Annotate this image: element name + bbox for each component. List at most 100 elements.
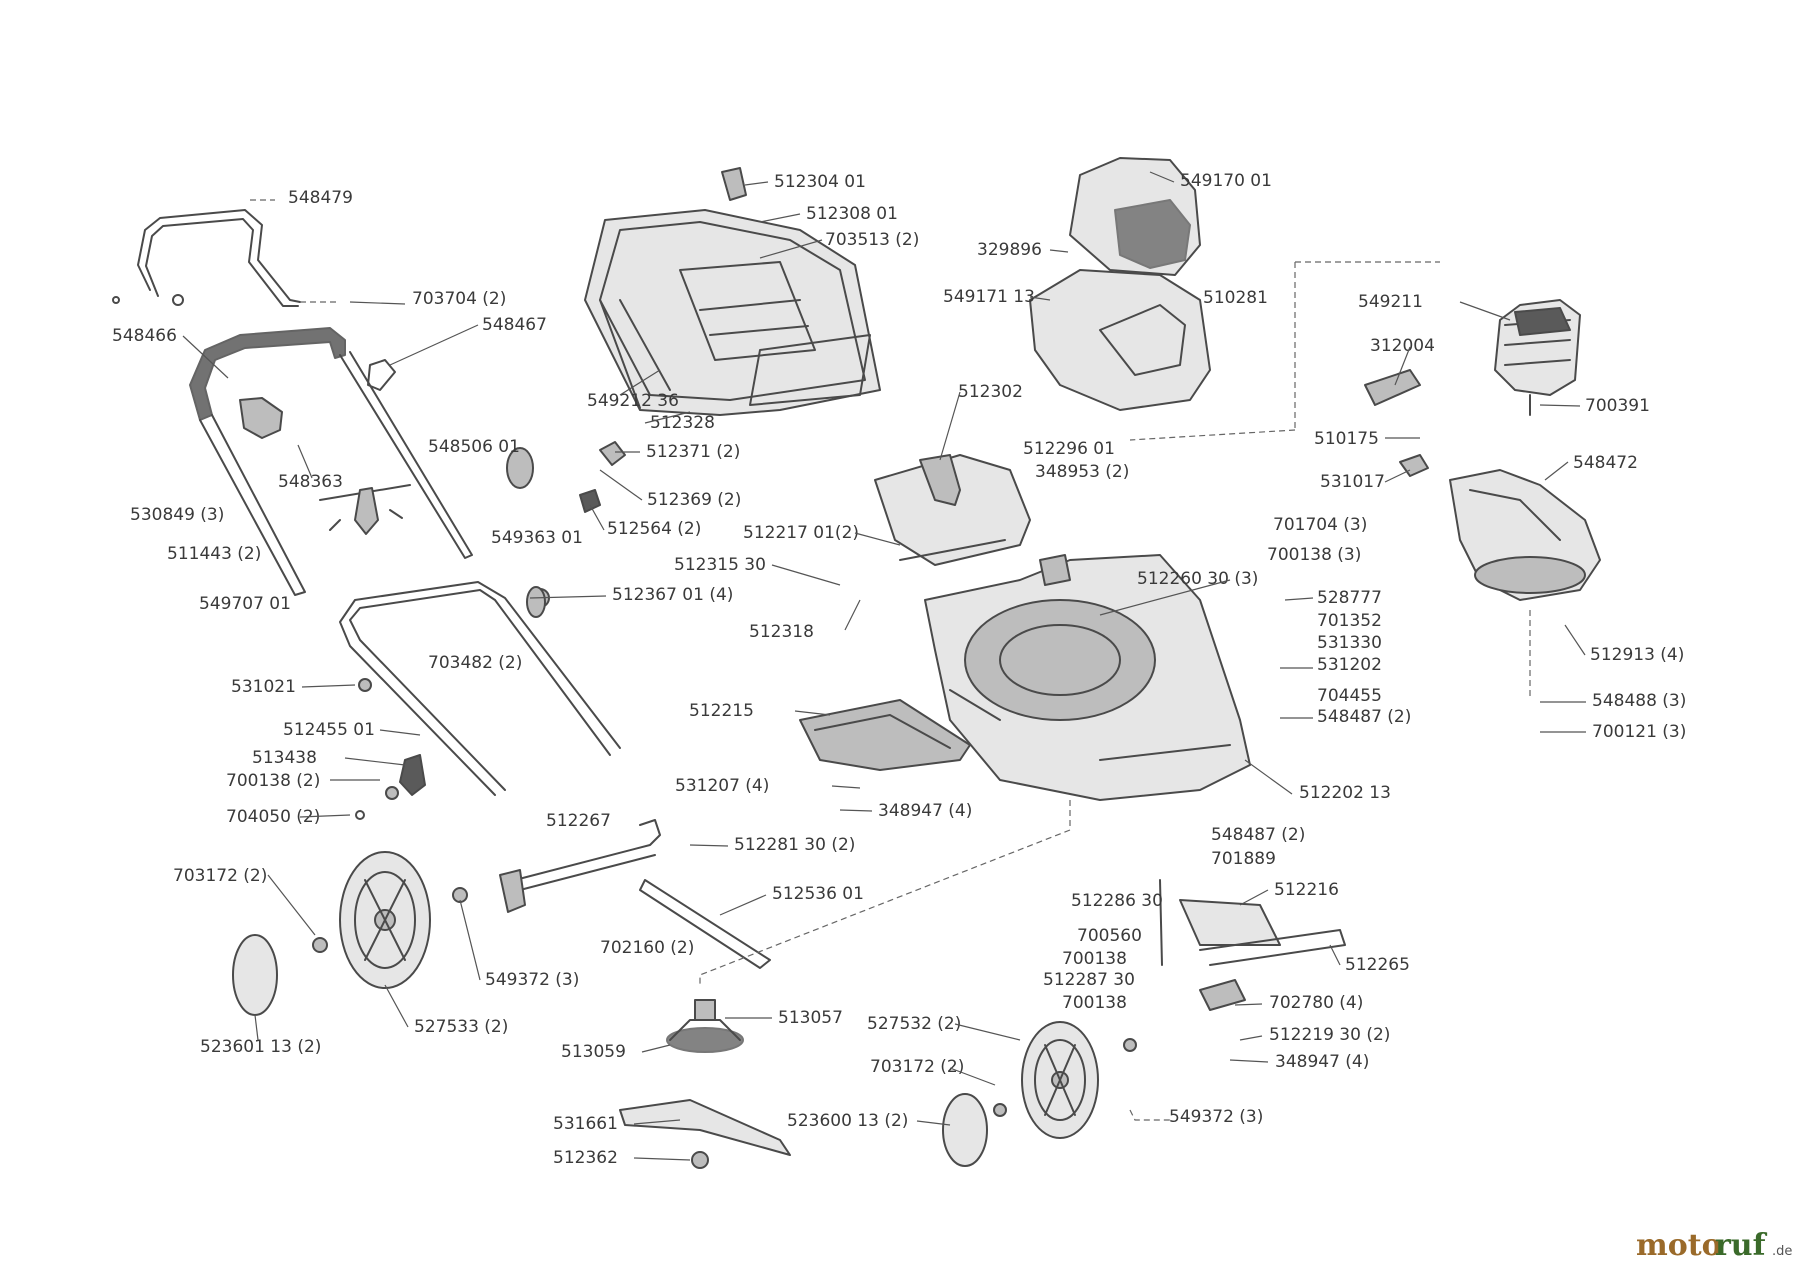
part-label: 549171 13 [943, 287, 1035, 307]
part-label: 703704 (2) [412, 289, 506, 309]
part-label: 531202 [1317, 655, 1382, 675]
part-label: 700391 [1585, 396, 1650, 416]
part-label: 512369 (2) [647, 490, 741, 510]
part-label: 531330 [1317, 633, 1382, 653]
part-label: 512308 01 [806, 204, 898, 224]
part-label: 527533 (2) [414, 1017, 508, 1037]
part-label: 548479 [288, 188, 353, 208]
part-label: 512304 01 [774, 172, 866, 192]
part-label: 512260 30 (3) [1137, 569, 1258, 589]
part-label: 528777 [1317, 588, 1382, 608]
part-label: 549372 (3) [485, 970, 579, 990]
motor-housing-part [1449, 469, 1601, 601]
fan-wheel-part [506, 441, 626, 618]
part-label: 549363 01 [491, 528, 583, 548]
part-label: 512202 13 [1299, 783, 1391, 803]
part-label: 549372 (3) [1169, 1107, 1263, 1127]
part-label: 348947 (4) [1275, 1052, 1369, 1072]
part-label: 312004 [1370, 336, 1435, 356]
part-label: 512315 30 [674, 555, 766, 575]
part-labels: 548479 703704 (2) 548466 548467 548363 5… [112, 171, 1686, 1168]
part-label: 513438 [252, 748, 317, 768]
part-label: 548488 (3) [1592, 691, 1686, 711]
part-label: 512219 30 (2) [1269, 1025, 1390, 1045]
part-label: 548487 (2) [1211, 825, 1305, 845]
part-label: 512913 (4) [1590, 645, 1684, 665]
deck-part [924, 554, 1251, 801]
part-label: 548467 [482, 315, 547, 335]
part-label: 512286 30 [1071, 891, 1163, 911]
part-label: 702780 (4) [1269, 993, 1363, 1013]
part-label: 704050 (2) [226, 807, 320, 827]
part-label: 549212 36 [587, 391, 679, 411]
part-label: 512296 01 [1023, 439, 1115, 459]
part-label: 531017 [1320, 472, 1385, 492]
part-label: 548487 (2) [1317, 707, 1411, 727]
part-label: 703172 (2) [870, 1057, 964, 1077]
part-label: 527532 (2) [867, 1014, 961, 1034]
part-label: 701704 (3) [1273, 515, 1367, 535]
grass-box-part [584, 167, 881, 416]
part-label: 510281 [1203, 288, 1268, 308]
part-label: 703513 (2) [825, 230, 919, 250]
part-label: 512536 01 [772, 884, 864, 904]
part-label: 512328 [650, 413, 715, 433]
part-label: 512217 01(2) [743, 523, 859, 543]
part-label: 701352 [1317, 611, 1382, 631]
part-label: 704455 [1317, 686, 1382, 706]
watermark-suffix: .de [1772, 1244, 1792, 1259]
front-wheel-part [942, 1021, 1137, 1167]
part-label: 512281 30 (2) [734, 835, 855, 855]
part-label: 512265 [1345, 955, 1410, 975]
part-label: 700560 [1077, 926, 1142, 946]
front-axle-part [1159, 879, 1346, 1011]
handle-frame-part [189, 327, 473, 596]
part-label: 548363 [278, 472, 343, 492]
part-label: 702160 (2) [600, 938, 694, 958]
part-label: 549170 01 [1180, 171, 1272, 191]
part-label: 531207 (4) [675, 776, 769, 796]
leader-lines [182, 171, 1586, 1161]
part-label: 701889 [1211, 849, 1276, 869]
part-label: 548466 [112, 326, 177, 346]
part-label: 512216 [1274, 880, 1339, 900]
part-label: 512564 (2) [607, 519, 701, 539]
part-label: 512215 [689, 701, 754, 721]
part-label: 548506 01 [428, 437, 520, 457]
part-label: 523600 13 (2) [787, 1111, 908, 1131]
part-label: 329896 [977, 240, 1042, 260]
part-label: 511443 (2) [167, 544, 261, 564]
part-label: 513057 [778, 1008, 843, 1028]
part-label: 549211 [1358, 292, 1423, 312]
part-label: 700138 (2) [226, 771, 320, 791]
axle-part [499, 819, 771, 969]
rear-flap-part [799, 699, 971, 771]
part-label: 512318 [749, 622, 814, 642]
rear-wheel-part [232, 851, 468, 1016]
part-label: 531021 [231, 677, 296, 697]
motor-part [1364, 299, 1581, 477]
part-label: 700138 [1062, 949, 1127, 969]
part-label: 703172 (2) [173, 866, 267, 886]
part-label: 512302 [958, 382, 1023, 402]
part-label: 531661 [553, 1114, 618, 1134]
part-label: 703482 (2) [428, 653, 522, 673]
assembly-guide-lines [250, 199, 1531, 1121]
part-label: 512455 01 [283, 720, 375, 740]
part-label: 512267 [546, 811, 611, 831]
flap-part [874, 454, 1031, 566]
upper-handle-part [112, 209, 301, 307]
part-label: 700138 (3) [1267, 545, 1361, 565]
lower-handle-part [339, 581, 621, 820]
watermark-part2: ruf [1715, 1228, 1768, 1263]
watermark-logo: moto ruf .de [1636, 1228, 1792, 1263]
part-label: 512371 (2) [646, 442, 740, 462]
part-label: 512362 [553, 1148, 618, 1168]
part-label: 513059 [561, 1042, 626, 1062]
part-label: 549707 01 [199, 594, 291, 614]
part-label: 348947 (4) [878, 801, 972, 821]
part-label: 512287 30 [1043, 970, 1135, 990]
motor-cover-part [1029, 157, 1211, 411]
part-label: 530849 (3) [130, 505, 224, 525]
